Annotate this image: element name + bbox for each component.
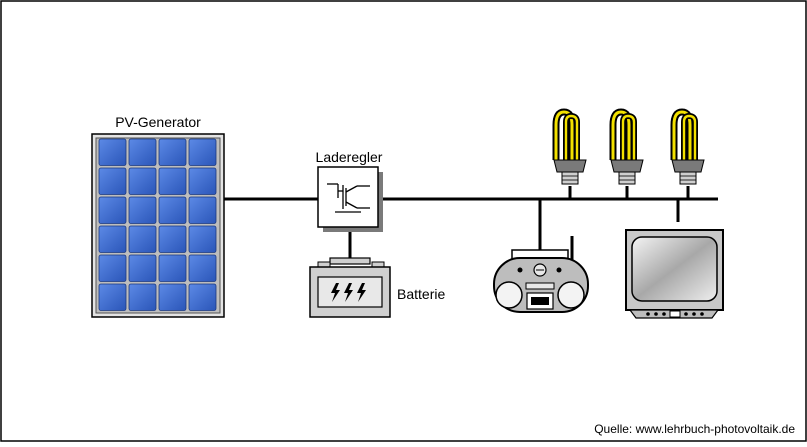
solar-cell: [158, 283, 187, 311]
solar-cell: [98, 167, 127, 195]
solar-cell: [98, 254, 127, 282]
solar-cell: [188, 254, 217, 282]
battery-icon: [309, 257, 391, 318]
charge-controller-label: Laderegler: [316, 149, 383, 165]
solar-cell-grid: [98, 138, 217, 311]
television-icon: [625, 229, 724, 319]
solar-cell: [98, 138, 127, 166]
solar-cell: [128, 196, 157, 224]
solar-cell: [128, 167, 157, 195]
solar-cell: [188, 196, 217, 224]
pv-generator-label: PV-Generator: [115, 114, 201, 130]
solar-cell: [98, 283, 127, 311]
solar-cell: [128, 225, 157, 253]
energy-saving-lamp-icon: [670, 108, 705, 185]
solar-cell: [158, 196, 187, 224]
energy-saving-lamp-icon: [552, 108, 587, 185]
charge-controller-icon: [317, 166, 383, 232]
solar-cell: [98, 196, 127, 224]
solar-cell: [128, 138, 157, 166]
solar-cell: [98, 225, 127, 253]
source-caption: Quelle: www.lehrbuch-photovoltaik.de: [594, 422, 795, 436]
solar-cell: [128, 254, 157, 282]
solar-panel-icon: [91, 133, 225, 318]
radio-icon: [493, 236, 589, 313]
solar-cell: [128, 283, 157, 311]
solar-cell: [158, 225, 187, 253]
solar-cell: [188, 225, 217, 253]
battery-label: Batterie: [397, 286, 445, 302]
solar-cell: [158, 138, 187, 166]
solar-cell: [188, 167, 217, 195]
energy-saving-lamp-icon: [609, 108, 644, 185]
solar-cell: [188, 283, 217, 311]
solar-cell: [158, 167, 187, 195]
wiring: [224, 186, 718, 260]
solar-cell: [188, 138, 217, 166]
solar-cell: [158, 254, 187, 282]
